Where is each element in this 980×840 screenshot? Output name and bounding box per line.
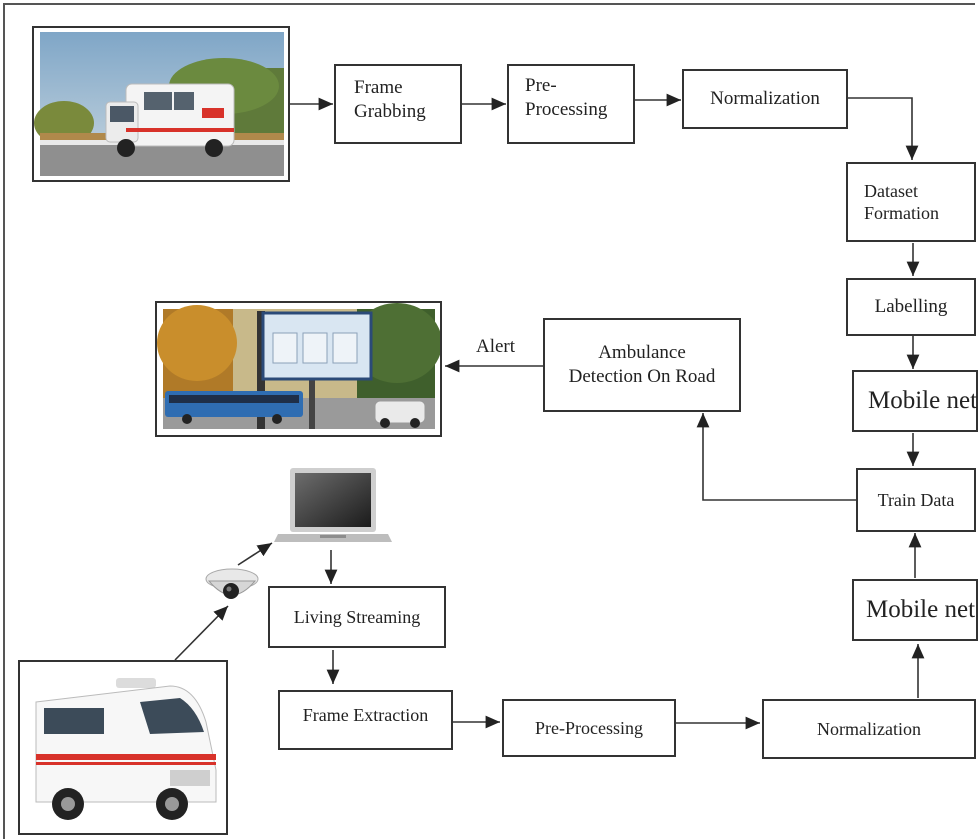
arrow-normalization-to-dataset — [848, 97, 919, 160]
labelling-box: Labelling — [846, 278, 976, 336]
mobile-net-box-top: Mobile net — [852, 370, 978, 432]
normalization-label-top: Normalization — [710, 88, 820, 110]
train-data-box: Train Data — [856, 468, 976, 532]
pre-processing-label-bottom: Pre-Processing — [535, 717, 643, 738]
road-billboard-photo — [155, 301, 442, 437]
frame-extraction-label: Frame Extraction — [302, 705, 429, 725]
arrow-camera-to-laptop — [237, 542, 273, 566]
labelling-label: Labelling — [874, 296, 948, 318]
arrow-ambulance-to-camera — [174, 605, 229, 661]
pre-processing-box-bottom: Pre-Processing — [502, 699, 676, 757]
dataset-formation-box: Dataset Formation — [846, 162, 976, 242]
dataset-formation-label: Dataset Formation — [864, 180, 939, 224]
frame-grabbing-box: Frame Grabbing — [334, 64, 462, 144]
arrow-traindata-to-detection — [696, 413, 856, 501]
frame-extraction-box: Frame Extraction — [278, 690, 453, 750]
living-streaming-box: Living Streaming — [268, 586, 446, 648]
dome-camera-icon — [203, 565, 261, 607]
pre-processing-label-top: Pre- Processing — [525, 75, 608, 120]
mobile-net-label-top: Mobile net — [868, 387, 978, 415]
mobile-net-box-bottom: Mobile net — [852, 579, 978, 641]
diagram-border — [3, 3, 975, 839]
normalization-label-bottom: Normalization — [817, 718, 921, 739]
mobile-net-label-bottom: Mobile net — [866, 596, 976, 624]
alert-label: Alert — [476, 336, 516, 357]
train-data-label: Train Data — [877, 489, 955, 510]
laptop-icon — [272, 466, 394, 548]
ambulance-photo-bottom — [18, 660, 228, 835]
ambulance-detection-box: Ambulance Detection On Road — [543, 318, 741, 412]
pre-processing-box-top: Pre- Processing — [507, 64, 635, 144]
frame-grabbing-label: Frame Grabbing — [354, 77, 426, 122]
ambulance-photo-top — [32, 26, 290, 182]
normalization-box-top: Normalization — [682, 69, 848, 129]
living-streaming-label: Living Streaming — [293, 606, 421, 627]
normalization-box-bottom: Normalization — [762, 699, 976, 759]
ambulance-detection-label: Ambulance Detection On Road — [568, 342, 716, 387]
